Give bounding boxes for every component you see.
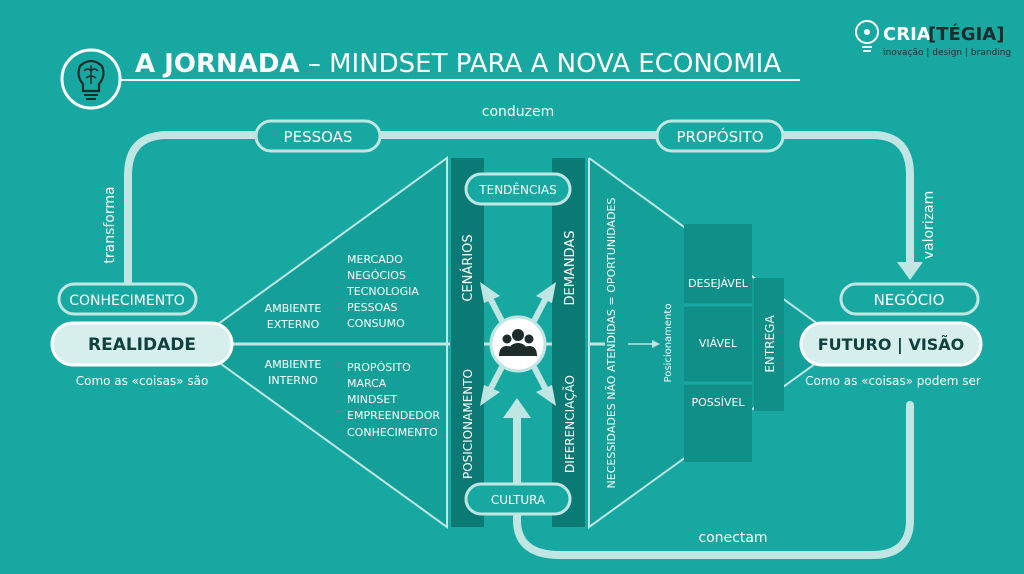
label-valorizam: valorizam xyxy=(921,191,937,260)
label-diferenciacao: DIFERENCIAÇÃO xyxy=(562,375,577,473)
futuro-pill: FUTURO | VISÃO xyxy=(799,321,983,367)
label-conduzem: conduzem xyxy=(482,104,555,120)
externo-item: CONSUMO xyxy=(347,317,405,330)
svg-text:CULTURA: CULTURA xyxy=(491,493,546,507)
loop-path xyxy=(124,131,914,559)
options-column xyxy=(684,224,752,462)
ambiente-externo-l1: AMBIENTE xyxy=(265,302,322,315)
ambiente-interno-l1: AMBIENTE xyxy=(265,358,322,371)
page-title: A JORNADA – MINDSET PARA A NOVA ECONOMIA xyxy=(135,49,781,79)
interno-item: EMPREENDEDOR xyxy=(347,409,440,422)
realidade-caption: Como as «coisas» são xyxy=(76,374,209,388)
option-viavel: VIÁVEL xyxy=(699,337,738,350)
pill-pessoas: PESSOAS xyxy=(254,119,382,153)
svg-text:NEGÓCIO: NEGÓCIO xyxy=(874,290,945,309)
pill-proposito: PROPÓSITO xyxy=(655,119,785,153)
svg-text:REALIDADE: REALIDADE xyxy=(88,335,196,355)
label-demandas: DEMANDAS xyxy=(563,231,578,306)
svg-text:PESSOAS: PESSOAS xyxy=(284,128,353,146)
svg-text:[TÉGIA]: [TÉGIA] xyxy=(928,23,1004,45)
label-cenarios: CENÁRIOS xyxy=(460,234,476,301)
externo-item: MERCADO xyxy=(347,253,403,266)
pill-conhecimento: CONHECIMENTO xyxy=(57,282,198,316)
option-desejavel: DESEJÁVEL xyxy=(688,277,749,290)
label-posicionamento-right: Posicionamento xyxy=(663,304,674,383)
futuro-caption: Como as «coisas» podem ser xyxy=(805,374,981,388)
hub xyxy=(489,315,547,373)
externo-item: PESSOAS xyxy=(347,301,398,314)
lightbulb-icon xyxy=(855,20,879,52)
interno-item: MINDSET xyxy=(347,393,397,406)
entrega-bar xyxy=(754,278,784,411)
ambiente-externo-l2: EXTERNO xyxy=(267,318,320,331)
svg-text:TENDÊNCIAS: TENDÊNCIAS xyxy=(478,182,556,197)
label-necessidades: NECESSIDADES NÃO ATENDIDAS = OPORTUNIDAD… xyxy=(605,198,618,489)
option-possivel: POSSÍVEL xyxy=(691,396,745,409)
label-entrega: ENTREGA xyxy=(763,315,777,373)
interno-item: MARCA xyxy=(347,377,387,390)
pill-cultura: CULTURA xyxy=(464,482,572,516)
svg-text:FUTURO | VISÃO: FUTURO | VISÃO xyxy=(818,335,965,355)
people-group-icon xyxy=(499,329,537,356)
brain-bulb-icon xyxy=(60,48,122,110)
externo-item: TECNOLOGIA xyxy=(346,285,419,298)
svg-text:CONHECIMENTO: CONHECIMENTO xyxy=(69,293,185,309)
svg-text:PROPÓSITO: PROPÓSITO xyxy=(676,127,763,146)
label-transforma: transforma xyxy=(102,186,118,263)
realidade-pill: REALIDADE xyxy=(50,321,234,367)
interno-item: PROPÓSITO xyxy=(347,361,411,374)
svg-text:inovação | design | branding: inovação | design | branding xyxy=(883,48,1011,58)
ambiente-interno-l2: INTERNO xyxy=(268,374,318,387)
arrow-up-icon xyxy=(503,398,531,418)
hub-arrows xyxy=(480,282,556,406)
externo-item: NEGÓCIOS xyxy=(347,269,406,282)
center-right-bar xyxy=(552,158,585,527)
logo: CRIA [TÉGIA] inovação | design | brandin… xyxy=(855,20,1011,58)
interno-item: CONHECIMENTO xyxy=(347,426,438,439)
label-posicionamento: POSICIONAMENTO xyxy=(461,369,475,479)
center-left-bar xyxy=(451,158,484,527)
svg-text:CRIA: CRIA xyxy=(883,24,931,45)
pill-tendencias: TENDÊNCIAS xyxy=(464,172,572,206)
pill-negocio: NEGÓCIO xyxy=(839,282,980,316)
arrow-down-icon xyxy=(897,262,923,280)
label-conectam: conectam xyxy=(698,530,767,546)
